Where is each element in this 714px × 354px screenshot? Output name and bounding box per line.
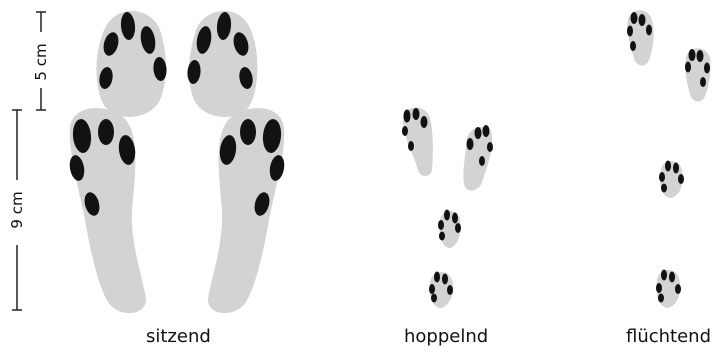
hind-paw-left bbox=[68, 108, 146, 313]
caption-hoppelnd: hoppelnd bbox=[404, 326, 488, 347]
hoppelnd-front-2 bbox=[429, 272, 453, 309]
scale-label-9cm: 9 cm bbox=[8, 191, 26, 228]
front-paw-left bbox=[96, 11, 167, 117]
hoppelnd-hind-left bbox=[402, 108, 433, 177]
fluechtend-hind-1 bbox=[627, 10, 654, 65]
fluechtend-hind-2 bbox=[685, 48, 711, 101]
fluechtend-front-2 bbox=[656, 270, 681, 309]
fluechtend-front-1 bbox=[659, 161, 684, 199]
caption-sitzend: sitzend bbox=[146, 326, 211, 347]
front-paw-right bbox=[186, 11, 257, 117]
scale-label-5cm: 5 cm bbox=[32, 43, 50, 80]
caption-fluechtend: flüchtend bbox=[626, 326, 711, 347]
hind-paw-right bbox=[208, 108, 286, 313]
hoppelnd-front-1 bbox=[438, 210, 461, 249]
hoppelnd-hind-right bbox=[463, 125, 493, 191]
